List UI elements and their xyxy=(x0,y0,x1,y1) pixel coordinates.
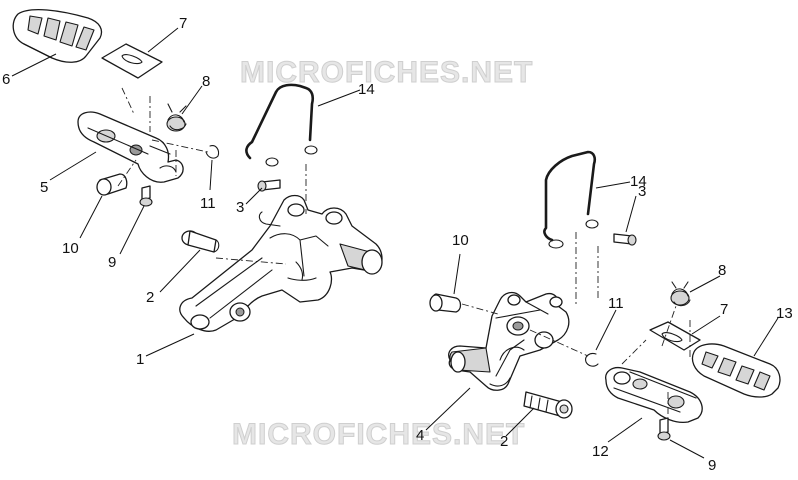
left-screw-3 xyxy=(257,179,281,192)
callout-left-7: 7 xyxy=(179,15,187,32)
left-plate-7 xyxy=(101,43,163,79)
callout-right-3: 3 xyxy=(638,183,646,200)
left-rod-14 xyxy=(245,83,315,160)
callout-right-4: 4 xyxy=(416,427,424,444)
leader-lines xyxy=(11,27,779,459)
callout-left-3: 3 xyxy=(236,199,244,216)
right-main-bracket-4 xyxy=(448,291,570,391)
left-spring-8 xyxy=(166,103,187,132)
watermark-top: MICROFICHES.NET xyxy=(240,56,533,89)
callout-left-11: 11 xyxy=(200,195,216,212)
callout-left-1: 1 xyxy=(136,351,144,368)
left-bolt-2 xyxy=(181,230,220,253)
left-pin-10 xyxy=(96,173,128,196)
callout-right-2: 2 xyxy=(500,433,508,450)
right-spring-8 xyxy=(670,281,691,307)
callout-right-12: 12 xyxy=(592,443,609,460)
right-rod-14 xyxy=(543,150,597,242)
left-centerline-b xyxy=(117,159,287,265)
right-rod-eye-top xyxy=(585,219,599,229)
right-plate-7 xyxy=(649,321,701,351)
right-bolt-2 xyxy=(523,391,573,419)
callout-left-8: 8 xyxy=(202,73,210,90)
callout-left-10: 10 xyxy=(62,240,79,257)
left-footpeg-rubber-6 xyxy=(12,9,103,63)
left-footpeg-assembly xyxy=(12,9,383,332)
right-bolt-9 xyxy=(657,417,671,441)
left-rod-eye-bottom xyxy=(304,145,318,155)
callout-left-14: 14 xyxy=(358,81,375,98)
callout-numbers: 6 7 8 5 11 10 9 14 3 2 1 14 3 10 8 11 7 … xyxy=(2,15,793,474)
right-rod-eye-bottom xyxy=(548,239,564,249)
callout-right-10: 10 xyxy=(452,232,469,249)
right-centerline-a xyxy=(461,232,691,416)
left-footpeg-bracket-5 xyxy=(77,111,184,183)
right-circlip-11 xyxy=(585,352,599,367)
left-rod-eye-left xyxy=(265,157,279,167)
right-footpeg-rubber-13 xyxy=(691,343,781,398)
callout-right-7: 7 xyxy=(720,301,728,318)
callout-right-14: 14 xyxy=(630,173,647,190)
left-centerline-a xyxy=(121,87,307,214)
callout-left-9: 9 xyxy=(108,254,116,271)
right-footpeg-bracket-12 xyxy=(605,366,703,424)
right-pin-10 xyxy=(429,293,462,313)
callout-left-6: 6 xyxy=(2,71,10,88)
right-screw-3 xyxy=(613,233,637,246)
callout-right-8: 8 xyxy=(718,262,726,279)
watermark-bottom: MICROFICHES.NET xyxy=(232,418,525,451)
right-footpeg-assembly xyxy=(429,150,781,441)
callout-right-11: 11 xyxy=(608,295,624,312)
callout-right-13: 13 xyxy=(776,305,793,322)
left-bolt-9 xyxy=(139,185,153,207)
callout-left-5: 5 xyxy=(40,179,48,196)
left-circlip-11 xyxy=(205,145,220,159)
callout-right-9: 9 xyxy=(708,457,716,474)
callout-left-2: 2 xyxy=(146,289,154,306)
